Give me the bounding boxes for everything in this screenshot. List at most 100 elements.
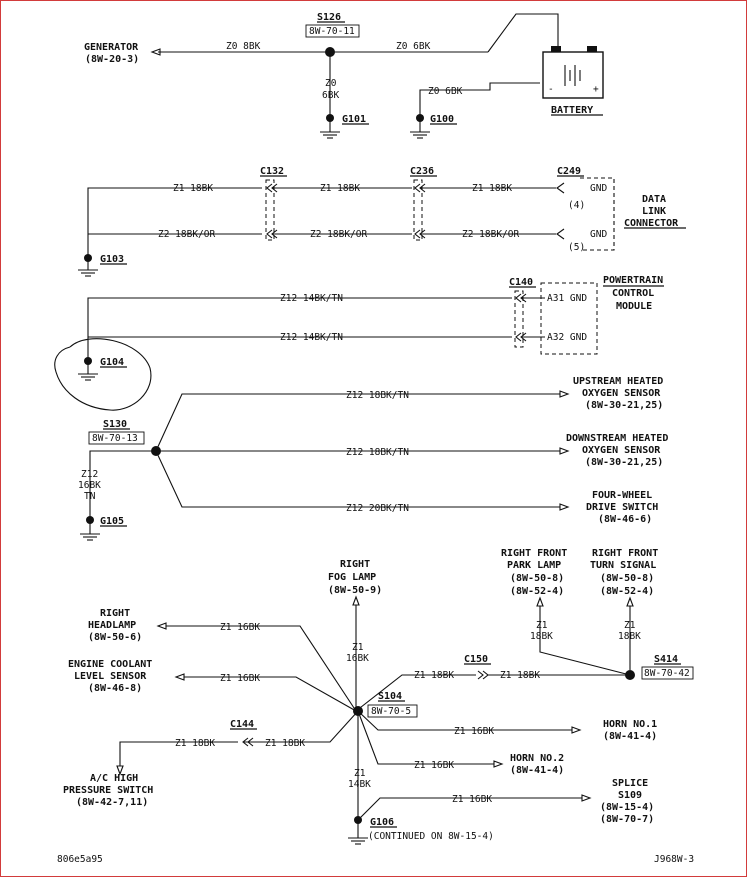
c140-label: C140 [509,277,533,288]
footer-left: 806e5a95 [57,854,103,865]
s104-ref-box [367,704,418,718]
pcm-a32: A32 GND [547,332,587,343]
g103-label: G103 [100,254,124,265]
down-sensor-3: (8W-30-21,25) [585,457,663,468]
pcm-a31: A31 GND [547,293,587,304]
horn2-1: HORN NO.2 [510,753,564,764]
wire-ac-left: Z1 18BK [175,738,215,749]
wire-z1-18bk-3: Z1 18BK [472,183,512,194]
dlc-gnd-4: GND [590,183,607,194]
coolant-2: LEVEL SENSOR [74,671,147,682]
c132-connector [265,179,275,241]
wire-z12-18bktn-down: Z12 18BK/TN [346,447,409,458]
wire-z12-vert-2: 16BK [78,480,101,491]
wire-turn-z1: Z1 [624,620,636,631]
headlamp-3: (8W-50-6) [88,632,142,643]
dlc-label-3: CONNECTOR [624,218,679,229]
up-sensor-3: (8W-30-21,25) [585,400,663,411]
fwd-switch-1: FOUR-WHEEL [592,490,652,501]
ac-switch-2: PRESSURE SWITCH [63,785,153,796]
wire-g106-z1: Z1 [354,768,366,779]
wire-park-18bk: 18BK [530,631,553,642]
svg-text:-: - [548,84,554,95]
splice109-3: (8W-15-4) [600,802,654,813]
c132-label: C132 [260,166,284,177]
up-sensor-2: OXYGEN SENSOR [582,388,661,399]
park-lamp-1: RIGHT FRONT [501,548,567,559]
ac-switch-3: (8W-42-7,11) [76,797,148,808]
generator-label: GENERATOR [84,42,139,53]
s414-ref: 8W-70-42 [644,668,690,679]
continued-note: (CONTINUED ON 8W-15-4) [368,831,494,842]
turn-signal-3: (8W-50-8) [600,573,654,584]
horn1-1: HORN NO.1 [603,719,657,730]
wire-z1-18bk-1: Z1 18BK [173,183,213,194]
wire-z1-18bk-2: Z1 18BK [320,183,360,194]
wire-c150-right: Z1 18BK [500,670,540,681]
wire-horn2: Z1 16BK [414,760,454,771]
wire-z0-6bk-2: Z0 6BK [428,86,463,97]
park-lamp-3: (8W-50-8) [510,573,564,584]
wire-z0-vert-top: Z0 [325,78,337,89]
s414-ref-box [641,666,694,680]
horn2-2: (8W-41-4) [510,765,564,776]
wire-z12-18bktn-up: Z12 18BK/TN [346,390,409,401]
s130-ref-box [88,431,145,445]
c236-label: C236 [410,166,434,177]
g101-label: G101 [342,114,366,125]
down-sensor-1: DOWNSTREAM HEATED [566,433,668,444]
s126-label: S126 [317,12,341,23]
turn-signal-1: RIGHT FRONT [592,548,658,559]
wire-coolant: Z1 16BK [220,673,260,684]
svg-text:+: + [593,84,599,95]
pcm-label-3: MODULE [616,301,652,312]
horn1-2: (8W-41-4) [603,731,657,742]
generator-ref: (8W-20-3) [85,54,139,65]
g106-label: G106 [370,817,394,828]
fog-lamp-3: (8W-50-9) [328,585,382,596]
c140-connector [514,290,524,348]
wire-z2-18bkor-2: Z2 18BK/OR [310,229,367,240]
wire-turn-18bk: 18BK [618,631,641,642]
wire-z0-6bk: Z0 6BK [396,41,431,52]
wire-z12-14bktn-1: Z12 14BK/TN [280,293,343,304]
pcm-label-1: POWERTRAIN [603,275,663,286]
wire-z12-vert-3: TN [84,491,96,502]
down-sensor-2: OXYGEN SENSOR [582,445,661,456]
coolant-1: ENGINE COOLANT [68,659,152,670]
s126-ref-box [305,24,360,38]
s104-label: S104 [378,691,402,702]
c144-label: C144 [230,719,254,730]
park-lamp-2: PARK LAMP [507,560,561,571]
g104-label: G104 [100,357,124,368]
turn-signal-4: (8W-52-4) [600,586,654,597]
wire-z12-14bktn-2: Z12 14BK/TN [280,332,343,343]
pcm-label-2: CONTROL [612,288,654,299]
wire-z0-vert-bot: 6BK [322,90,339,101]
wire-c150-left: Z1 18BK [414,670,454,681]
wire-z12-vert-1: Z12 [81,469,98,480]
footer-right: J968W-3 [654,854,694,865]
wire-horn1: Z1 16BK [454,726,494,737]
wire-fog-z1: Z1 [352,642,364,653]
battery-symbol [542,51,604,99]
dlc-pin4: (4) [568,200,585,211]
wire-z2-18bkor-1: Z2 18BK/OR [158,229,215,240]
g100-label: G100 [430,114,454,125]
park-lamp-4: (8W-52-4) [510,586,564,597]
pcm-box [540,282,598,355]
headlamp-2: HEADLAMP [88,620,136,631]
fwd-switch-3: (8W-46-6) [598,514,652,525]
s414-label: S414 [654,654,678,665]
fwd-switch-2: DRIVE SWITCH [586,502,658,513]
up-sensor-1: UPSTREAM HEATED [573,376,663,387]
coolant-3: (8W-46-8) [88,683,142,694]
c249-label: C249 [557,166,581,177]
wire-headlamp: Z1 16BK [220,622,260,633]
wire-z0-8bk: Z0 8BK [226,41,261,52]
ac-switch-1: A/C HIGH [90,773,138,784]
fog-lamp-1: RIGHT [340,559,370,570]
wire-ac-right: Z1 18BK [265,738,305,749]
